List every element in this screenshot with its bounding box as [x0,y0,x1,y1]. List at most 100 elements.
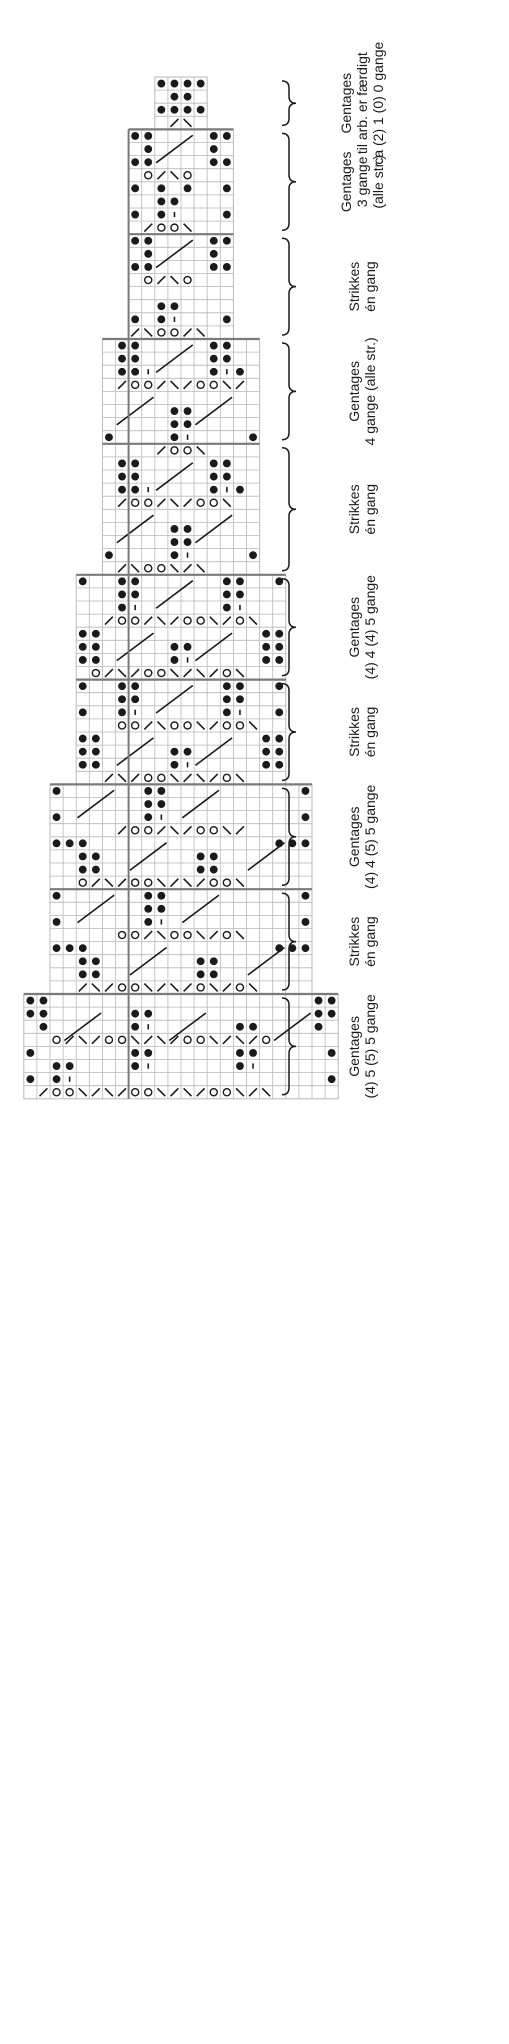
stitch-decrease-left [209,616,219,626]
stitch-purl-dot [209,970,218,979]
stitch-decrease-left [130,1035,140,1045]
stitch-decrease-right [91,1035,101,1045]
stitch-purl-dot [131,263,140,271]
stitch-purl-dot [144,236,153,245]
stitch-cable-slash [77,789,115,819]
stitch-purl-dot [118,459,126,468]
stitch-purl-dot [222,472,231,481]
stitch-decrease-left [156,720,166,730]
stitch-purl-dot [26,1009,35,1018]
stitch-decrease-left [156,930,166,940]
stitch-purl-dot [209,341,218,350]
stitch-purl-dot [131,459,140,468]
stitch-purl-dot [209,367,218,376]
stitch-purl-dot [118,682,126,691]
stitch-decrease-right [222,616,232,626]
stitch-purl-dot [275,629,284,638]
stitch-decrease-right [209,720,219,730]
stitch-decrease-left [248,982,258,992]
chart-section [128,128,234,235]
chart-section [101,337,261,445]
stitch-cable-slash [155,239,194,269]
stitch-purl-dot [52,1062,61,1070]
stitch-purl-dot [236,485,244,494]
stitch-decrease-right [183,773,193,783]
section-label: Strikkesén gang [346,916,378,967]
section-label: Strikkesén gang [346,484,378,535]
section-labels: Gentagestil arb. er færdigtca (2) 1 (0) … [281,42,386,1099]
stitch-purl-dot [196,957,205,966]
stitch-purl-dot [118,577,126,586]
stitch-decrease-right [156,498,166,508]
stitch-purl-dot [249,1022,257,1031]
stitch-decrease-right [222,982,232,992]
stitch-purl-dot [301,944,310,953]
stitch-decrease-right [143,1035,153,1045]
stitch-yarn-over [130,721,140,730]
stitch-purl-dot [78,970,87,979]
section-label-line: én gang [362,484,378,535]
stitch-purl-dot [52,944,61,953]
stitch-decrease-left [235,1087,245,1097]
stitch-purl-dot [52,918,61,926]
stitch-purl-dot [131,158,140,167]
stitch-purl-dot [222,695,231,704]
stitch-purl-dot [183,747,192,756]
section-label-line: Gentages [346,361,362,422]
stitch-decrease-right [130,668,140,678]
stitch-decrease-right [117,563,127,573]
stitch-yarn-over [209,878,218,887]
stitch-purl-dot [222,263,231,271]
stitch-purl-dot [314,1009,323,1018]
section-brace [281,682,297,782]
stitch-purl-dot [222,459,231,468]
stitch-decrease-left [156,616,166,626]
stitch-decrease-left [104,878,114,888]
section-label-line: Gentages [346,1016,362,1077]
stitch-decrease-right [65,1035,75,1045]
stitch-cable-slash [116,396,154,426]
stitch-purl-dot [170,420,179,429]
stitch-decrease-left [248,616,258,626]
chart-grid [23,76,339,1100]
stitch-purl-dot [170,197,179,206]
stitch-purl-dot [157,79,166,88]
stitch-purl-dot [131,472,140,481]
stitch-decrease-right [169,1087,179,1097]
stitch-purl-dot [249,1049,257,1057]
stitch-purl-dot [118,708,126,717]
stitch-purl-dot [301,891,310,900]
stitch-yarn-over [157,668,166,678]
stitch-yarn-over [130,616,140,625]
stitch-cable-slash [116,632,154,662]
stitch-yarn-over [91,668,101,678]
stitch-decrease-right [156,380,166,390]
stitch-cable-slash [63,1012,102,1042]
stitch-cable-slash [247,842,285,871]
stitch-purl-dot [78,656,87,664]
section-brace [281,132,297,231]
section-label-line: Gentages [338,73,354,134]
stitch-cable-slash [194,514,233,544]
stitch-yarn-over [170,930,179,940]
stitch-decrease-right [91,1087,101,1097]
stitch-yarn-over [170,328,179,337]
stitch-decrease-right [117,825,127,835]
stitch-purl-dot [118,485,126,494]
stitch-decrease-right [209,930,219,940]
stitch-purl-dot [91,656,100,664]
stitch-purl-dot [52,787,61,795]
stitch-decrease-left [235,668,245,678]
stitch-purl-dot [170,760,179,769]
stitch-purl-dot [91,970,100,979]
stitch-yarn-over [196,616,205,625]
stitch-purl-dot [131,1009,140,1018]
stitch-yarn-over [196,1035,205,1045]
stitch-decrease-left [196,668,206,678]
stitch-yarn-over [144,773,153,783]
stitch-purl-dot [52,813,61,822]
stitch-decrease-left [183,118,193,128]
stitch-decrease-left [235,1035,245,1045]
stitch-purl-dot [183,525,192,533]
stitch-purl-dot [26,1075,35,1084]
